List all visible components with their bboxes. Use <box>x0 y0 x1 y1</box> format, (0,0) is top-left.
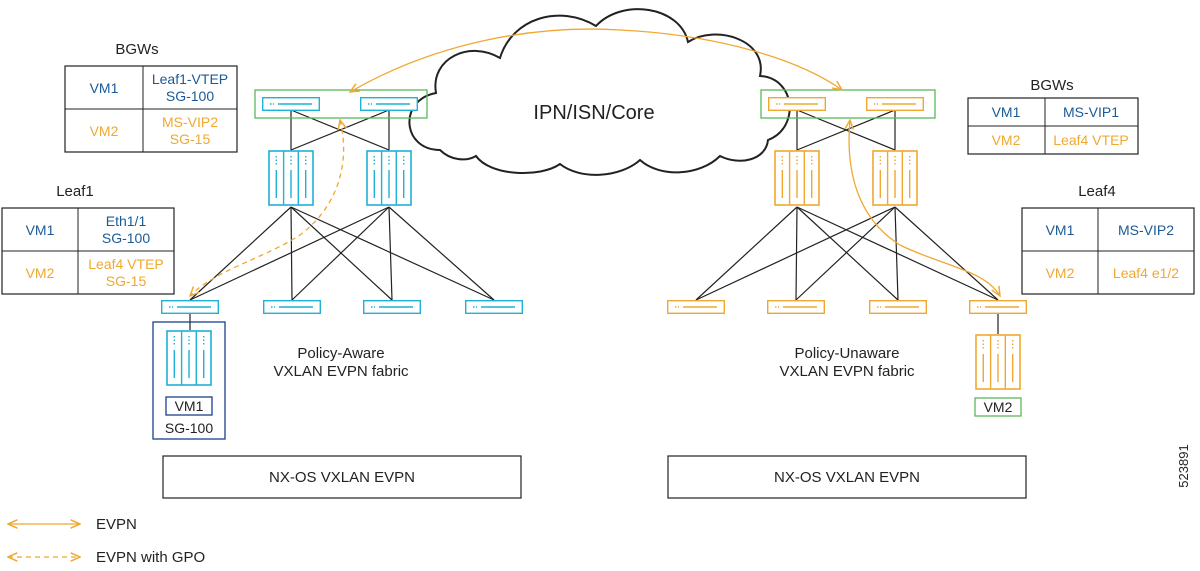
leaf4-table-title: Leaf4 <box>1078 183 1116 200</box>
right-bgw-row1-value: MS-VIP1 <box>1063 104 1119 120</box>
right-leaf-2[interactable] <box>767 300 825 314</box>
left-bgw-row1-line2: SG-100 <box>166 88 214 104</box>
right-host-vm-label: VM2 <box>984 399 1013 415</box>
right-bgw-2[interactable] <box>866 97 924 111</box>
leaf4-row2-value: Leaf4 e1/2 <box>1113 265 1179 281</box>
right-os-box-label: NX-OS VXLAN EVPN <box>774 469 920 486</box>
left-bgw-table: BGWs VM1 Leaf1-VTEP SG-100 VM2 MS-VIP2 S… <box>64 41 238 153</box>
left-leaf-3[interactable] <box>363 300 421 314</box>
core-cloud: IPN/ISN/Core <box>408 8 791 176</box>
right-fabric-label-2: VXLAN EVPN fabric <box>779 363 915 380</box>
right-bgw-table: BGWs VM1 MS-VIP1 VM2 Leaf4 VTEP <box>967 77 1139 155</box>
right-spine-2[interactable] <box>872 150 918 206</box>
right-bgw-frame <box>760 89 936 119</box>
leaf1-row2-vm: VM2 <box>26 265 55 281</box>
right-bgw-row1-vm: VM1 <box>992 104 1021 120</box>
left-spine-1[interactable] <box>268 150 314 206</box>
left-leaf-1[interactable] <box>161 300 219 314</box>
left-bgw-table-title: BGWs <box>115 41 158 58</box>
leaf4-row1-vm: VM1 <box>1046 222 1075 238</box>
evpn-arc-bgw-to-leaf4 <box>849 120 1000 296</box>
right-leaf-3[interactable] <box>869 300 927 314</box>
leaf1-table: Leaf1 VM1 Eth1/1 SG-100 VM2 Leaf4 VTEP S… <box>1 183 175 295</box>
left-fabric-label-2: VXLAN EVPN fabric <box>273 363 409 380</box>
left-bgw-row1-line1: Leaf1-VTEP <box>152 71 228 87</box>
left-os-box <box>162 455 522 499</box>
right-leaf-4[interactable] <box>969 300 1027 314</box>
leaf1-row1-line2: SG-100 <box>102 230 150 246</box>
legend-gpo-label: EVPN with GPO <box>96 549 205 566</box>
leaf4-table: Leaf4 VM1 MS-VIP2 VM2 Leaf4 e1/2 <box>1021 183 1195 295</box>
leaf4-row1-value: MS-VIP2 <box>1118 222 1174 238</box>
evpn-arcs <box>190 28 1000 296</box>
left-bgw-row1-vm: VM1 <box>90 80 119 96</box>
left-host-group-label: SG-100 <box>165 420 213 436</box>
right-bgw-table-title: BGWs <box>1030 77 1073 94</box>
left-fabric-label-1: Policy-Aware <box>297 345 384 362</box>
right-bgw-row2-value: Leaf4 VTEP <box>1053 132 1129 148</box>
left-os-box-label: NX-OS VXLAN EVPN <box>269 469 415 486</box>
leaf1-row2-line2: SG-15 <box>106 273 147 289</box>
left-bgw-frame <box>254 89 428 119</box>
core-label: IPN/ISN/Core <box>533 102 654 124</box>
figure-id: 523891 <box>1176 444 1191 487</box>
left-bgw-2[interactable] <box>360 97 418 111</box>
leaf1-row1-line1: Eth1/1 <box>106 213 147 229</box>
leaf1-row1-vm: VM1 <box>26 222 55 238</box>
right-os-box <box>667 455 1027 499</box>
left-leaf-2[interactable] <box>263 300 321 314</box>
right-bgw-1[interactable] <box>768 97 826 111</box>
right-bgw-row2-vm: VM2 <box>992 132 1021 148</box>
leaf1-row2-line1: Leaf4 VTEP <box>88 256 164 272</box>
left-bgw-row2-line1: MS-VIP2 <box>162 114 218 130</box>
legend: EVPN EVPN with GPO <box>8 516 205 566</box>
left-host-vm-label: VM1 <box>175 398 204 414</box>
left-bgw-1[interactable] <box>262 97 320 111</box>
right-fabric-label-1: Policy-Unaware <box>794 345 899 362</box>
leaf4-row2-vm: VM2 <box>1046 265 1075 281</box>
evpn-gpo-arc-bgw-to-leaf1 <box>190 120 344 296</box>
leaf1-table-title: Leaf1 <box>56 183 94 200</box>
right-leaf-1[interactable] <box>667 300 725 314</box>
legend-evpn-label: EVPN <box>96 516 137 533</box>
left-bgw-row2-vm: VM2 <box>90 123 119 139</box>
evpn-arc-bgw-to-bgw <box>350 28 842 92</box>
right-host[interactable]: VM2 <box>974 334 1022 417</box>
right-spine-1[interactable] <box>774 150 820 206</box>
left-leaf-4[interactable] <box>465 300 523 314</box>
left-spine-2[interactable] <box>366 150 412 206</box>
left-bgw-row2-line2: SG-15 <box>170 131 211 147</box>
left-host[interactable]: VM1 SG-100 <box>152 321 226 440</box>
